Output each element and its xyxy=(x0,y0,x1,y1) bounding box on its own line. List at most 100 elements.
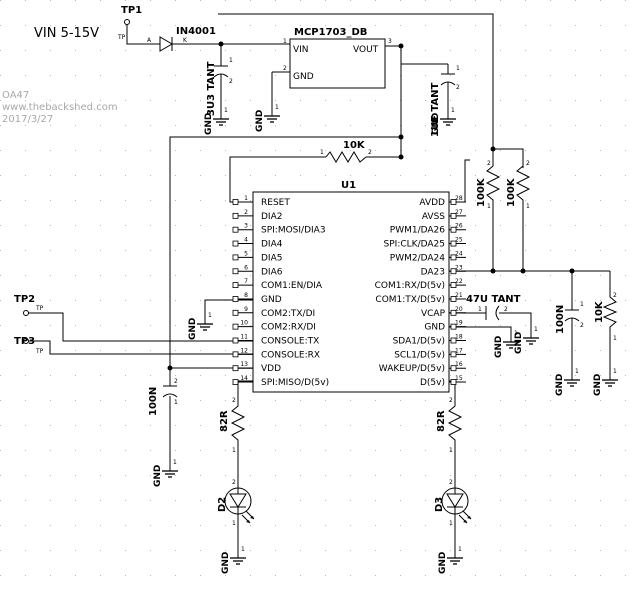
watermark-line-2: www.thebackshed.com xyxy=(2,102,118,113)
capacitor-1uf-tant[interactable]: 1 2 1UF TANT xyxy=(430,65,460,137)
regulator-vout-label: VOUT xyxy=(353,45,379,55)
regulator-pin2: 2 xyxy=(283,65,287,72)
gnd-pin-number: 1 xyxy=(575,368,579,375)
gnd-pin-number: 1 xyxy=(451,107,455,114)
r100k-b-pin2: 2 xyxy=(526,160,530,167)
ic-right-pins: 28AVDD27AVSS26PWM1/DA2625SPI:CLK/DA2524P… xyxy=(375,195,466,388)
ground-icon: GND 1 xyxy=(153,459,178,487)
ic-pin-number: 14 xyxy=(240,375,248,382)
ic-pin-14[interactable]: 14 SPI:MISO/D(5v) xyxy=(232,375,329,388)
ic-pin-name: GND xyxy=(261,295,282,305)
ic-pin-number: 13 xyxy=(240,361,248,368)
ic-pin-number: 1 xyxy=(244,195,248,202)
regulator-mcp1703[interactable]: MCP1703_DB VIN VOUT GND 1 2 3 xyxy=(283,27,392,89)
ic-pin-8[interactable]: 8 GND xyxy=(232,292,282,305)
gnd-pin-number: 1 xyxy=(224,107,228,114)
resistor-100k-a[interactable]: 100K 2 1 xyxy=(476,160,501,210)
resistor-82r-right[interactable]: 82R 2 1 xyxy=(436,397,463,454)
gnd-label: GND xyxy=(555,374,565,396)
ic-pin-number: 16 xyxy=(455,361,463,368)
tp2-label: TP2 xyxy=(14,294,35,305)
ic-pin-number: 2 xyxy=(244,209,248,216)
watermark-line-3: 2017/3/27 xyxy=(2,114,53,125)
ic-pin-15[interactable]: 15D(5v) xyxy=(420,375,466,388)
cap-3u3-pin1: 1 xyxy=(229,57,233,64)
gnd-label: GND xyxy=(514,332,524,354)
r100k-a-pin2: 2 xyxy=(487,160,491,167)
test-point-tp2[interactable]: TP2 TP xyxy=(14,294,44,316)
r82-left-label: 82R xyxy=(219,410,230,432)
ic-pin-number: 8 xyxy=(244,292,248,299)
capacitor-47u-tant[interactable]: 47U TANT 1 2 xyxy=(466,294,521,321)
gnd-label: GND xyxy=(255,110,265,132)
gnd-pin-number: 1 xyxy=(173,459,177,466)
r82-right-pin2: 2 xyxy=(449,397,453,404)
diode-in4001[interactable]: IN4001 A K xyxy=(147,26,216,52)
r82-left-pin1: 1 xyxy=(232,447,236,454)
ground-icon: GND 1 xyxy=(514,326,539,354)
r82-right-label: 82R xyxy=(436,410,447,432)
test-point-tp3[interactable]: TP3 TP xyxy=(14,336,44,355)
cap-100n-left-pin2: 2 xyxy=(174,378,178,385)
ic-pin-name: AVDD xyxy=(419,198,445,208)
test-point-tp1[interactable]: TP1 TP xyxy=(117,5,142,41)
capacitor-100n-right[interactable]: 100N 1 2 xyxy=(555,301,584,334)
ic-pin-name: SPI:MISO/D(5v) xyxy=(261,378,329,388)
ic-pin-name: COM1:EN/DIA xyxy=(261,281,323,291)
gnd-label: GND xyxy=(438,552,448,574)
cap-47u-pin2: 2 xyxy=(504,306,508,313)
gnd-pin-number: 1 xyxy=(534,326,538,333)
resistor-82r-left[interactable]: 82R 2 1 xyxy=(219,397,246,454)
r10k-right-label: 10K xyxy=(594,300,605,323)
resistor-100k-b[interactable]: 100K 2 1 xyxy=(506,160,531,210)
cap-100n-right-pin1: 1 xyxy=(580,301,584,308)
ic-pin-number: 9 xyxy=(244,306,248,313)
led-d2[interactable]: D2 2 1 xyxy=(217,478,255,527)
diode-label: IN4001 xyxy=(176,26,216,37)
gnd-label: GND xyxy=(221,552,231,574)
resistor-10k-right[interactable]: 10K 2 1 xyxy=(594,292,618,342)
cap-100n-right-pin2: 2 xyxy=(580,322,584,329)
cap-100n-left-label: 100N xyxy=(148,387,159,416)
ic-pin-number: 4 xyxy=(244,237,248,244)
ic-pin-name: DIA6 xyxy=(261,267,283,277)
ic-pin-number: 3 xyxy=(244,223,248,230)
capacitor-3u3-tant[interactable]: 1 2 3U3 TANT xyxy=(206,57,233,116)
r10k-right-pin1: 1 xyxy=(613,335,617,342)
capacitor-100n-left[interactable]: 100N 2 1 xyxy=(148,378,178,416)
regulator-pin1: 1 xyxy=(283,38,287,45)
ic-pin-name: SCL1/D(5v) xyxy=(394,350,445,360)
gnd-label: GND xyxy=(153,465,163,487)
resistor-10k-top[interactable]: 10K 1 2 xyxy=(320,140,372,163)
led-d3[interactable]: D3 2 1 xyxy=(434,478,472,527)
